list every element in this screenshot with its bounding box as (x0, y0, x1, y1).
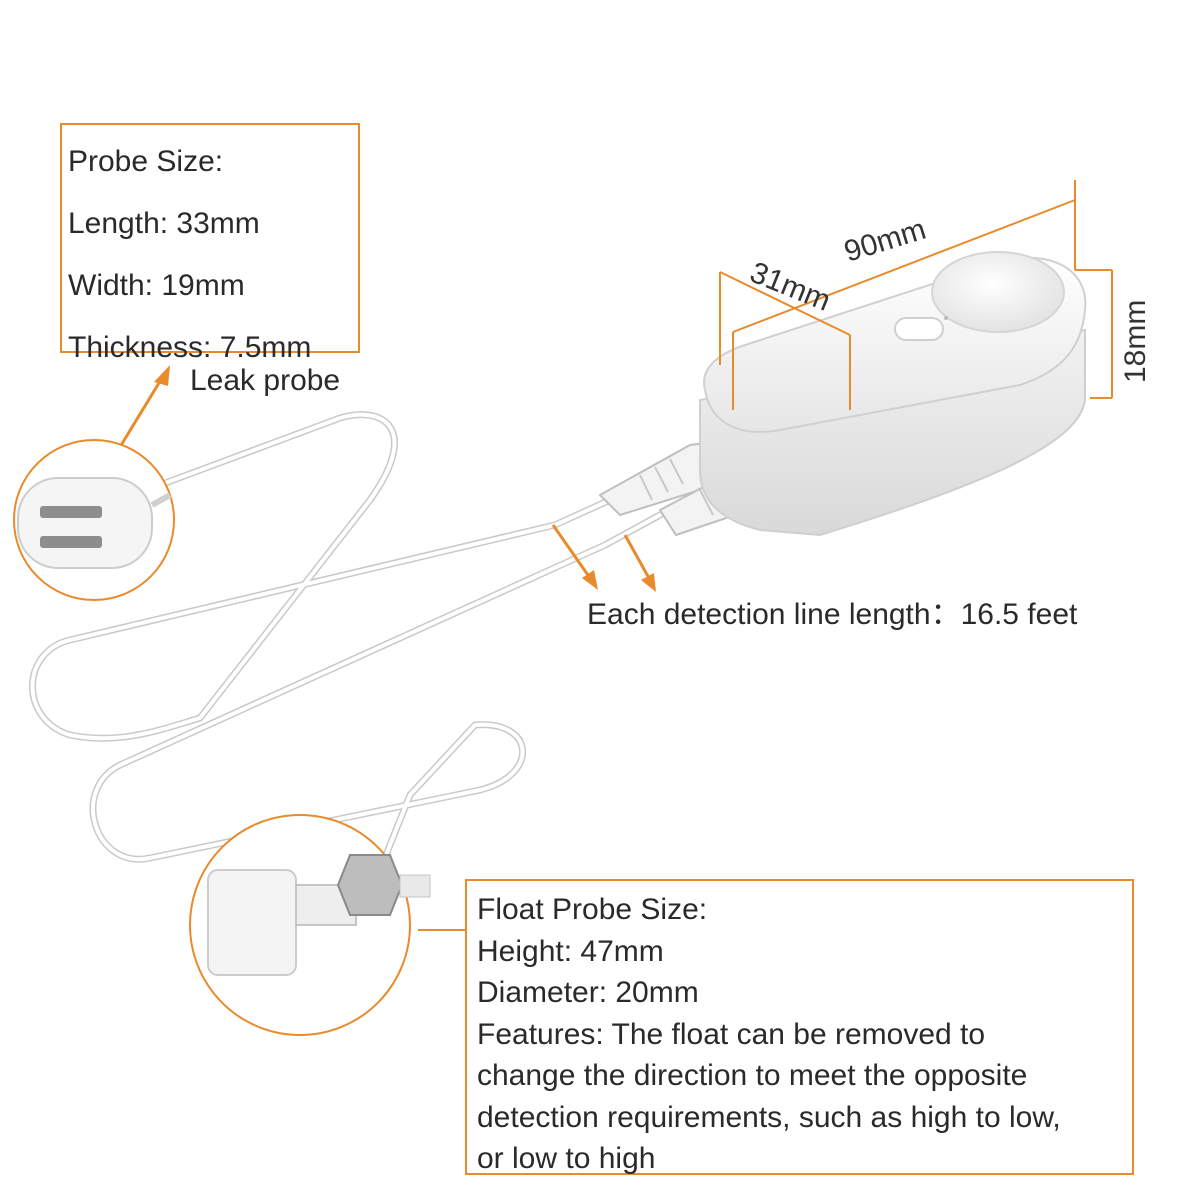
probe-size-title: Probe Size: (68, 145, 224, 178)
float-probe-height: Height: 47mm (477, 934, 664, 968)
detection-arrows (551, 524, 656, 592)
leak-probe-label: Leak probe (190, 364, 341, 397)
float-probe-box: Float Probe Size: Height: 47mm Diameter:… (465, 879, 1134, 1175)
alarm-device (699, 251, 1087, 537)
probe-length: Length: 33mm (68, 207, 260, 240)
dim-18-label: 18mm (1119, 300, 1152, 383)
probe-width: Width: 19mm (68, 269, 245, 302)
probe-thickness: Thickness: 7.5mm (68, 331, 312, 364)
float-features-line-2: change the direction to meet the opposit… (477, 1059, 1028, 1092)
float-features-line-1: Features: The float can be removed to (477, 1017, 986, 1051)
leak-probe-callout (13, 365, 175, 601)
dim-31-label: 31mm (745, 256, 835, 318)
float-probe-title: Float Probe Size: (477, 893, 708, 926)
float-probe-diameter: Diameter: 20mm (477, 976, 699, 1009)
detection-line-label: Each detection line length：16.5 feet (587, 598, 1078, 631)
float-features-line-4: or low to high (477, 1142, 656, 1175)
float-features-line-3: detection requirements, such as high to … (477, 1100, 1061, 1134)
dimension-lines (719, 180, 1113, 410)
probe-size-box: Probe Size: Length: 33mm Width: 19mm Thi… (60, 123, 360, 364)
float-probe-callout (189, 814, 465, 1036)
detection-cables (29, 411, 664, 874)
